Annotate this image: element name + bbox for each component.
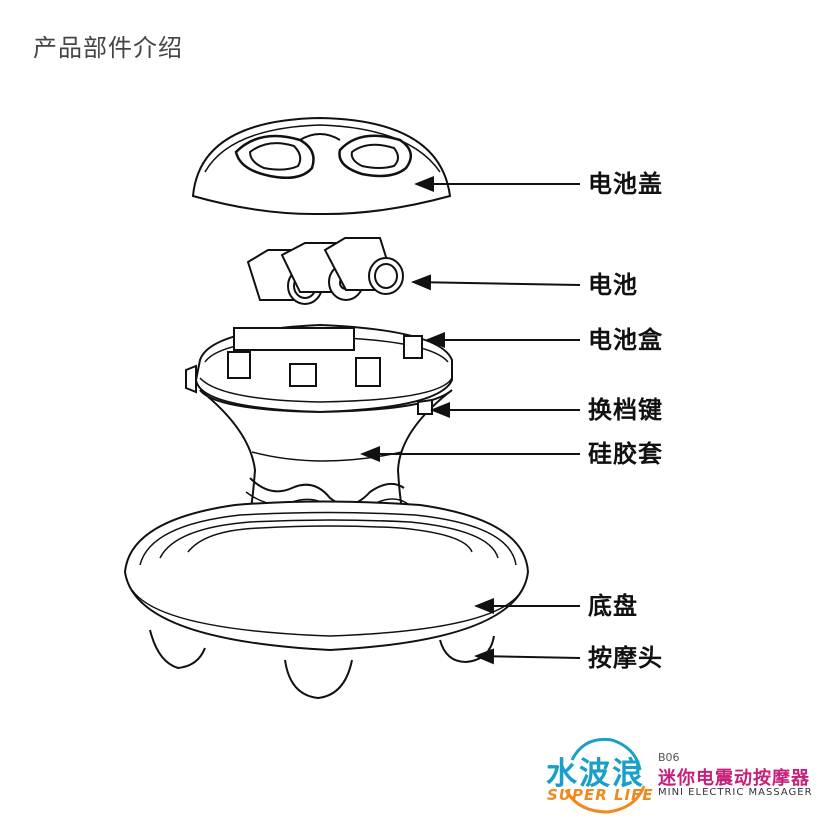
model-number: B06	[658, 751, 680, 764]
batteries-illustration	[246, 237, 404, 305]
leader-arrows	[360, 176, 581, 665]
battery-cover-illustration	[191, 116, 452, 216]
label-battery-box: 电池盒	[588, 326, 663, 354]
brand-name-en: SUPER LIFE	[547, 786, 654, 804]
label-silicone-sleeve: 硅胶套	[588, 440, 663, 468]
label-base: 底盘	[588, 592, 638, 620]
massage-heads-illustration	[149, 629, 495, 700]
label-battery: 电池	[588, 271, 638, 299]
wave-logo-icon	[564, 737, 646, 814]
label-gear-switch: 换档键	[588, 396, 663, 424]
product-name-en: MINI ELECTRIC MASSAGER	[658, 787, 813, 798]
product-name-cn: 迷你电震动按摩器	[658, 768, 810, 789]
base-illustration	[123, 500, 530, 652]
brand-name-cn: 水波浪	[546, 756, 645, 792]
label-massage-head: 按摩头	[588, 644, 663, 672]
battery-box-illustration	[185, 323, 453, 414]
page-title: 产品部件介绍	[33, 34, 183, 62]
label-battery-cover: 电池盖	[588, 170, 663, 198]
